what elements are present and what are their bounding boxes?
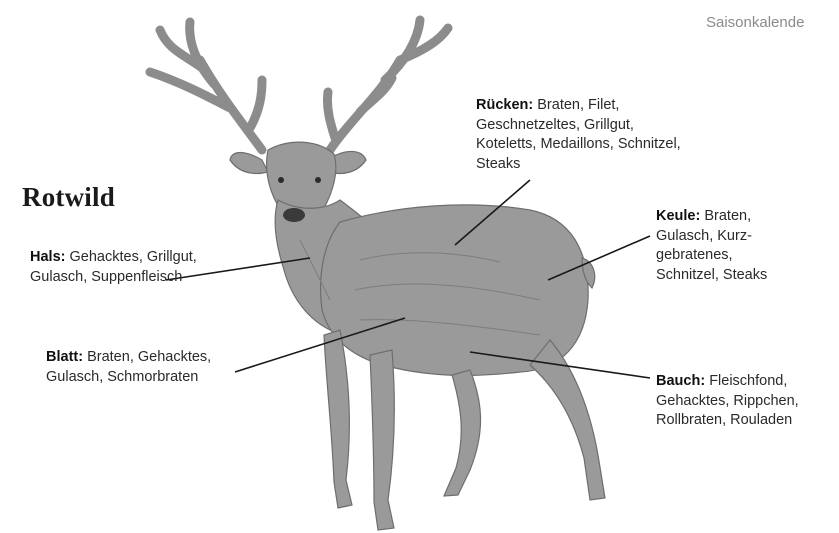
left-antler: [150, 22, 262, 150]
front-left-leg: [324, 330, 352, 508]
front-right-leg: [370, 350, 394, 530]
saisonkalender-link[interactable]: Saisonkalende: [706, 14, 839, 31]
left-eye: [278, 177, 284, 183]
label-bauch: Bauch: Fleischfond, Gehacktes, Rippchen,…: [656, 372, 836, 431]
hind-right-leg: [530, 340, 605, 500]
cut-name-ruecken: Rücken:: [476, 97, 533, 113]
cut-name-hals: Hals:: [30, 249, 65, 265]
deer-nose: [283, 208, 305, 222]
left-ear: [230, 153, 268, 174]
diagram-title: Rotwild: [22, 182, 115, 213]
label-blatt: Blatt: Braten, Gehacktes, Gulasch, Schmo…: [46, 348, 251, 387]
cut-name-bauch: Bauch:: [656, 373, 705, 389]
cut-name-blatt: Blatt:: [46, 349, 83, 365]
cut-name-keule: Keule:: [656, 208, 700, 224]
right-eye: [315, 177, 321, 183]
label-keule: Keule: Braten, Gulasch, Kurz-gebratenes,…: [656, 207, 796, 285]
hind-left-leg: [444, 370, 481, 496]
label-hals: Hals: Gehacktes, Grillgut, Gulasch, Supp…: [30, 248, 205, 287]
label-ruecken: Rücken: Braten, Filet, Geschnetzeltes, G…: [476, 96, 686, 174]
right-antler: [327, 20, 448, 150]
